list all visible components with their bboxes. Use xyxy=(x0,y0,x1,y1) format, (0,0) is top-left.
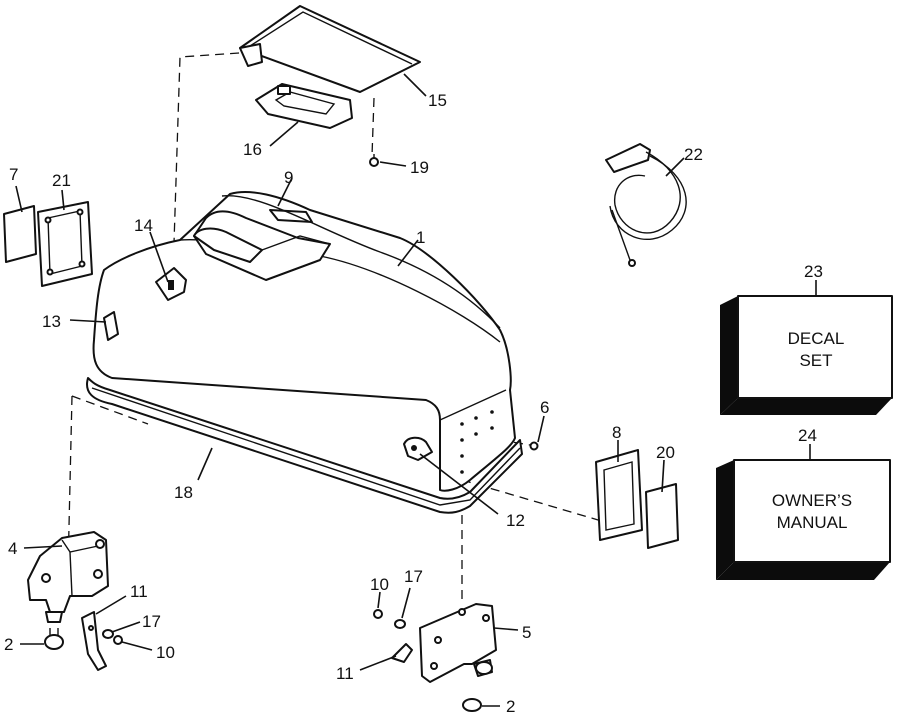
washer-17-right xyxy=(394,619,406,629)
callout-22: 22 xyxy=(684,145,703,164)
callout-23: 23 xyxy=(804,262,823,281)
callout-9: 9 xyxy=(284,168,293,187)
access-cover-lid xyxy=(239,5,421,93)
callout-6: 6 xyxy=(540,398,549,417)
clip-11-left xyxy=(81,611,107,671)
manual-box-line1: OWNER’S xyxy=(772,491,852,510)
callout-10-left: 10 xyxy=(156,643,175,662)
callout-7: 7 xyxy=(9,165,18,184)
callout-14: 14 xyxy=(134,216,153,235)
primer-cable xyxy=(605,143,687,267)
blank-plate-7 xyxy=(3,205,37,263)
mount-bracket-4 xyxy=(27,531,109,623)
callout-12: 12 xyxy=(506,511,525,530)
callout-11-left: 11 xyxy=(130,582,148,601)
decal-box-line1: DECAL xyxy=(788,329,845,348)
callout-1: 1 xyxy=(416,228,425,247)
callout-8: 8 xyxy=(612,423,621,442)
access-cover-seal xyxy=(255,83,353,129)
callout-13: 13 xyxy=(42,312,61,331)
callout-21: 21 xyxy=(52,171,71,190)
clip-11-right xyxy=(391,643,413,663)
decal-box-line2: SET xyxy=(799,351,832,370)
callout-2-bottom: 2 xyxy=(506,697,515,716)
screw-10-left xyxy=(113,635,123,645)
callout-19: 19 xyxy=(410,158,429,177)
callout-24: 24 xyxy=(798,426,817,445)
plate-20 xyxy=(645,483,679,549)
callout-17-right: 17 xyxy=(404,567,423,586)
callout-18: 18 xyxy=(174,483,193,502)
gasket-8 xyxy=(595,449,643,541)
decal-set-box: DECAL SET xyxy=(720,295,893,415)
callout-11-right: 11 xyxy=(336,664,354,683)
callout-4: 4 xyxy=(8,539,17,558)
front-panel-dots xyxy=(460,410,494,474)
owners-manual-box: OWNER’S MANUAL xyxy=(716,459,891,580)
screw-19 xyxy=(369,154,379,167)
grommet-2-bottom xyxy=(462,698,482,712)
motor-cover-main xyxy=(86,191,523,514)
leader-lines xyxy=(15,73,817,707)
grommet-2-left xyxy=(44,628,64,650)
screw-10-right xyxy=(373,609,383,619)
callout-20: 20 xyxy=(656,443,675,462)
callout-labels: 1 15 16 19 22 9 14 13 7 21 18 12 6 8 20 … xyxy=(4,91,823,716)
washer-17-left xyxy=(102,629,114,639)
callout-16: 16 xyxy=(243,140,262,159)
callout-17-left: 17 xyxy=(142,612,161,631)
callout-15: 15 xyxy=(428,91,447,110)
callout-2-left: 2 xyxy=(4,635,13,654)
mount-bracket-5 xyxy=(419,603,497,683)
callout-10-right: 10 xyxy=(370,575,389,594)
manual-box-line2: MANUAL xyxy=(777,513,848,532)
gasket-21 xyxy=(37,201,93,287)
screw-6 xyxy=(529,441,539,451)
callout-5: 5 xyxy=(522,623,531,642)
